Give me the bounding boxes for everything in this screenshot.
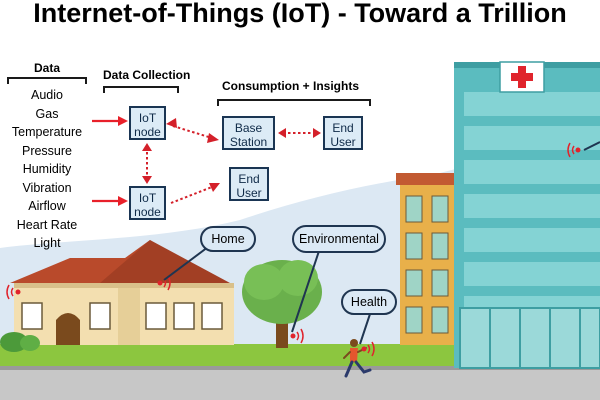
connection-arrowheads [142, 118, 321, 192]
data-item: Heart Rate [16, 217, 78, 232]
input-arrows [92, 116, 128, 206]
data-item: Pressure [21, 143, 73, 158]
data-item: Airflow [28, 199, 66, 213]
header-consumption: Consumption + Insights [222, 79, 359, 93]
data-type-list: Audio Gas Temperature Pressure Humidity … [6, 86, 88, 253]
diagram-title: Internet-of-Things (IoT) - Toward a Tril… [33, 0, 567, 28]
callout-home: Home [200, 226, 256, 252]
data-item: Audio [31, 88, 63, 102]
header-data: Data [34, 61, 61, 75]
data-item: Gas [35, 106, 59, 121]
data-item: Humidity [22, 162, 72, 176]
callout-pointers [163, 141, 600, 345]
connection-arrows [146, 125, 315, 204]
data-item: Light [33, 236, 61, 250]
hospital-building [454, 61, 600, 369]
road [0, 368, 600, 400]
callout-environmental: Environmental [292, 225, 386, 253]
data-item: Temperature [11, 125, 83, 139]
header-data-collection: Data Collection [103, 68, 191, 82]
curb [0, 366, 600, 370]
data-item: Vibration [22, 180, 72, 195]
runner-figure [343, 339, 372, 378]
callout-health: Health [341, 289, 397, 315]
column-brackets [7, 77, 371, 106]
apartment-building [396, 173, 462, 345]
house [0, 240, 234, 352]
